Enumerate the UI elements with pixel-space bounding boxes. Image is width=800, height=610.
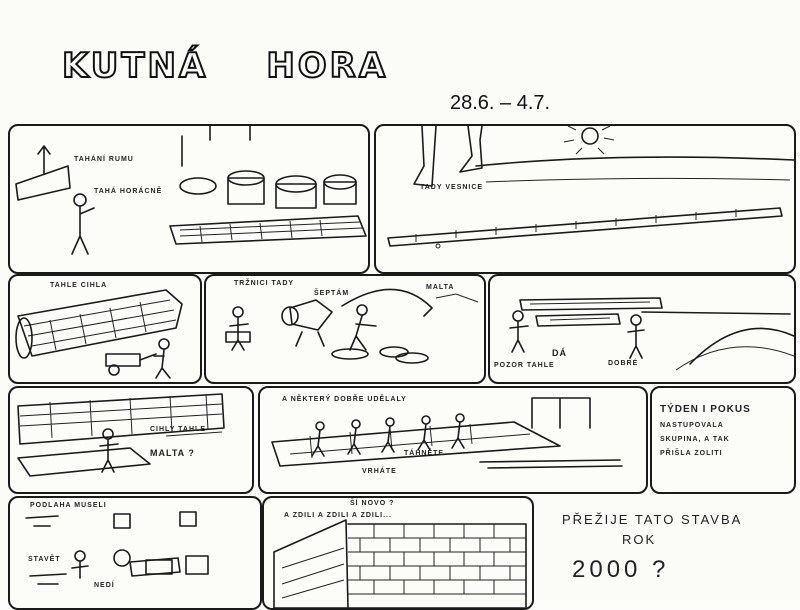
panel-4-label-a: TRŽNICI TADY bbox=[234, 280, 295, 287]
panel-4-label-c: MALTA bbox=[426, 284, 455, 291]
panel-5-label-c: POZOR TAHLE bbox=[494, 362, 555, 369]
title-word-kutna: KUTNÁ bbox=[61, 45, 209, 87]
panel-7-label-a: A NĚKTERÝ DOBŘE UDĚLALY bbox=[282, 396, 407, 403]
panel-10-label-b: ŠÍ NOVO ? bbox=[350, 500, 395, 507]
panel-9-label-a: PODLAHA MUSELI bbox=[30, 502, 107, 509]
panel-4: TRŽNICI TADY ŠEPTÁM MALTA bbox=[204, 274, 486, 384]
panel-8-label-c: SKUPINA, A TAK bbox=[660, 436, 730, 443]
panel-6-label-a: CIHLY TAHLE bbox=[150, 426, 206, 433]
panel-3: TAHLE CIHLA bbox=[8, 274, 202, 384]
panel-7-drawing bbox=[271, 397, 623, 469]
panel-9-label-c: NEDÍ bbox=[94, 582, 115, 589]
panel-2-drawing bbox=[387, 126, 794, 249]
panel-11-line-1: PŘEŽIJE TATO STAVBA bbox=[562, 512, 743, 527]
panel-4-label-b: ŠEPTÁM bbox=[314, 290, 350, 297]
panel-2-label-a: TADY VESNICE bbox=[420, 184, 484, 191]
panel-5-label-a: DÁ bbox=[552, 348, 567, 358]
panel-2: TADY VESNICE bbox=[374, 124, 796, 274]
panel-7: A NĚKTERÝ DOBŘE UDĚLALY TÁHNĚTE VRHÁTE bbox=[258, 386, 648, 494]
panel-6-label-b: MALTA ? bbox=[150, 448, 195, 458]
panel-11-line-2: ROK bbox=[622, 532, 657, 547]
panel-5-drawing bbox=[509, 297, 794, 371]
panel-9: PODLAHA MUSELI STAVĚT NEDÍ bbox=[8, 496, 262, 610]
panel-10-drawing bbox=[273, 519, 527, 608]
panel-10: A ZDILI A ZDILI A ZDILI... ŠÍ NOVO ? bbox=[262, 496, 534, 610]
panel-11: PŘEŽIJE TATO STAVBA ROK 2000 ? bbox=[538, 496, 796, 610]
panel-8: TÝDEN I POKUS NASTUPOVALA SKUPINA, A TAK… bbox=[650, 386, 796, 494]
panel-3-label-a: TAHLE CIHLA bbox=[50, 282, 108, 289]
panel-9-label-b: STAVĚT bbox=[28, 556, 61, 563]
panel-8-label-d: PŘIŠLA ZOLITI bbox=[660, 450, 723, 457]
panel-11-line-3: 2000 ? bbox=[572, 556, 670, 583]
panel-7-workers bbox=[311, 413, 465, 457]
panel-4-drawing bbox=[225, 288, 479, 364]
panel-7-label-c: VRHÁTE bbox=[362, 468, 397, 475]
panel-7-label-b: TÁHNĚTE bbox=[404, 450, 445, 457]
panel-5: DÁ DOBRÉ POZOR TAHLE bbox=[488, 274, 796, 384]
page-title: KUTNÁ HORA bbox=[61, 45, 389, 87]
panel-8-label-b: NASTUPOVALA bbox=[660, 422, 724, 429]
panel-6-drawing bbox=[17, 393, 225, 477]
panel-1: TAHÁNÍ RUMU TAHÁ HORÁCNĚ bbox=[8, 124, 370, 274]
panel-1-label-a: TAHÁNÍ RUMU bbox=[74, 156, 134, 163]
panel-6: CIHLY TAHLE MALTA ? bbox=[8, 386, 254, 494]
panel-8-label-a: TÝDEN I POKUS bbox=[660, 404, 751, 415]
panel-1-drawing bbox=[15, 126, 367, 255]
panel-1-label-b: TAHÁ HORÁCNĚ bbox=[94, 188, 163, 195]
title-word-hora: HORA bbox=[265, 45, 389, 87]
panel-9-drawing bbox=[25, 511, 209, 585]
panel-3-drawing bbox=[15, 289, 183, 379]
panel-5-label-b: DOBRÉ bbox=[608, 360, 639, 367]
panel-10-label-a: A ZDILI A ZDILI A ZDILI... bbox=[284, 512, 392, 519]
date-range: 28.6. – 4.7. bbox=[450, 92, 551, 114]
